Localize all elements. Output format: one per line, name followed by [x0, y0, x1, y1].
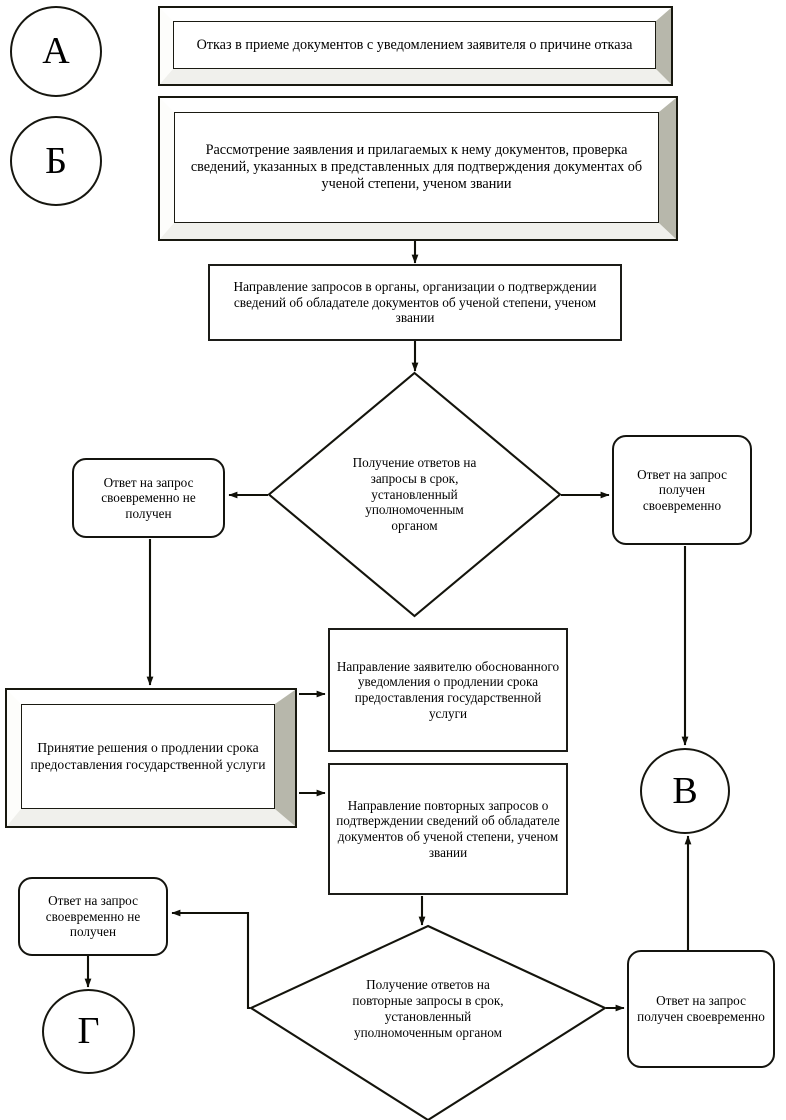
state-answer-received-second: Ответ на запрос получен своевременно	[627, 950, 775, 1068]
process-refusal: Отказ в приеме документов с уведомлением…	[158, 6, 673, 86]
state-no-answer-second-label: Ответ на запрос своевременно не получен	[45, 893, 141, 940]
process-repeat-requests-label: Направление повторных запросов о подтвер…	[336, 797, 560, 860]
process-repeat-requests: Направление повторных запросов о подтвер…	[328, 763, 568, 895]
terminator-v: В	[640, 748, 730, 834]
process-refusal-label: Отказ в приеме документов с уведомлением…	[196, 36, 633, 53]
state-no-answer-first: Ответ на запрос своевременно не получен	[72, 458, 225, 538]
terminator-g-label: Г	[77, 1010, 100, 1053]
terminator-g: Г	[42, 989, 135, 1074]
process-extend-decision: Принятие решения о продлении срока предо…	[5, 688, 297, 828]
terminator-a-label: А	[42, 30, 70, 73]
state-no-answer-first-label: Ответ на запрос своевременно не получен	[101, 474, 196, 521]
terminator-a: А	[10, 6, 102, 97]
decision-first-responses: Получение ответов на запросы в срок, уст…	[267, 371, 562, 618]
process-send-requests-label: Направление запросов в органы, организац…	[233, 278, 597, 326]
process-review-label: Рассмотрение заявления и прилагаемых к н…	[190, 142, 643, 192]
state-answer-received-first-label: Ответ на запрос получен своевременно	[637, 466, 727, 513]
state-answer-received-first: Ответ на запрос получен своевременно	[612, 435, 752, 545]
process-send-requests: Направление запросов в органы, организац…	[208, 264, 622, 341]
terminator-b-label: Б	[45, 139, 67, 182]
process-review: Рассмотрение заявления и прилагаемых к н…	[158, 96, 678, 241]
decision-first-responses-label: Получение ответов на запросы в срок, уст…	[352, 454, 477, 534]
process-notify-applicant: Направление заявителю обоснованного увед…	[328, 628, 568, 752]
decision-second-responses-label: Получение ответов на повторные запросы в…	[352, 977, 504, 1040]
state-answer-received-second-label: Ответ на запрос получен своевременно	[637, 993, 765, 1024]
decision-second-responses: Получение ответов на повторные запросы в…	[248, 924, 608, 1120]
process-extend-decision-label: Принятие решения о продлении срока предо…	[30, 740, 266, 772]
terminator-b: Б	[10, 116, 102, 206]
terminator-v-label: В	[672, 769, 698, 812]
process-notify-applicant-label: Направление заявителю обоснованного увед…	[336, 658, 560, 721]
edge-decision2-left-elbow	[171, 909, 250, 1010]
state-no-answer-second: Ответ на запрос своевременно не получен	[18, 877, 168, 956]
